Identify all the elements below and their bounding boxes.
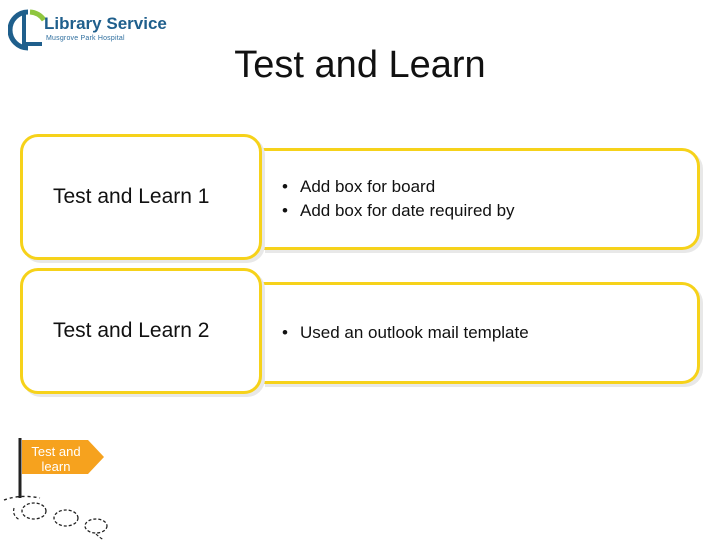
flag-label-line-1: Test and	[31, 444, 81, 459]
logo-subtitle: Musgrove Park Hospital	[46, 35, 125, 42]
row-1-label: Test and Learn 1	[53, 185, 210, 208]
bullet-item: •Add box for date required by	[282, 201, 515, 220]
bullet-item: •Add box for board	[282, 177, 436, 196]
row-1-details-box: •Add box for board •Add box for date req…	[262, 148, 700, 250]
test-and-learn-flag-icon	[3, 438, 108, 540]
library-service-logo: Library Service Musgrove Park Hospital	[8, 8, 167, 54]
library-logo-icon	[8, 9, 47, 51]
row-2-label: Test and Learn 2	[53, 319, 210, 342]
row-1-label-box: Test and Learn 1	[20, 134, 262, 260]
logo-title: Library Service	[44, 14, 167, 33]
bullet-text: Add box for date required by	[300, 201, 515, 220]
bullet-text: Used an outlook mail template	[300, 323, 529, 342]
flag-label-line-2: learn	[41, 459, 71, 474]
bullet-item: •Used an outlook mail template	[282, 323, 529, 342]
row-1-bullet-list: •Add box for board •Add box for date req…	[282, 175, 515, 223]
row-2-label-box: Test and Learn 2	[20, 268, 262, 394]
flag-label: Test and learn	[24, 444, 88, 474]
slide-title: Test and Learn	[234, 44, 486, 86]
row-2-bullet-list: •Used an outlook mail template	[282, 321, 529, 345]
row-2-details-box: •Used an outlook mail template	[262, 282, 700, 384]
bullet-text: Add box for board	[300, 177, 436, 196]
